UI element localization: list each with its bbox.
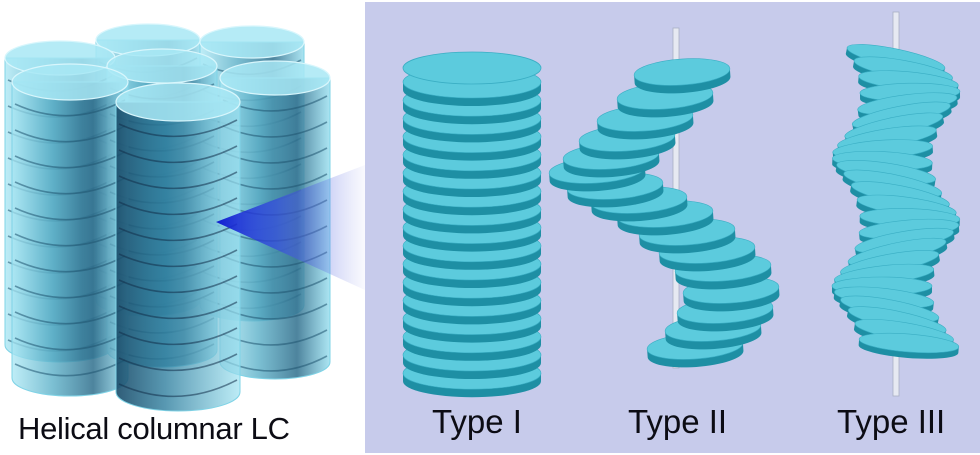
helix-stripe bbox=[118, 275, 238, 294]
helix-stripe bbox=[118, 327, 238, 346]
disc-top bbox=[858, 332, 960, 354]
helix-stripe bbox=[118, 197, 238, 216]
helix-stripe bbox=[118, 249, 238, 268]
type-3-label: Type III bbox=[837, 403, 946, 440]
stacking-types-illustration bbox=[365, 2, 980, 453]
helix-stripe bbox=[118, 223, 238, 242]
helix-stripe bbox=[118, 353, 238, 372]
helix-stripe bbox=[14, 203, 126, 221]
helix-stripe bbox=[14, 151, 126, 169]
column-bundle-illustration bbox=[4, 23, 365, 412]
helix-stripe bbox=[118, 379, 238, 398]
type-2-label: Type II bbox=[628, 403, 728, 440]
column-top bbox=[11, 63, 129, 101]
helix-stripe bbox=[118, 119, 238, 138]
disc-top bbox=[633, 58, 731, 86]
stacking-types-panel bbox=[365, 0, 980, 455]
helix-stripe bbox=[14, 177, 126, 195]
magnify-pointer bbox=[216, 165, 365, 290]
helix-stripe bbox=[14, 99, 126, 117]
column-top bbox=[115, 82, 241, 122]
helix-stripe bbox=[14, 307, 126, 325]
helical-column bbox=[11, 63, 129, 397]
columnar-bundle-panel bbox=[0, 0, 365, 455]
helix-stripe bbox=[118, 301, 238, 320]
column-body bbox=[115, 101, 241, 412]
helix-stripe bbox=[14, 333, 126, 351]
helix-stripe bbox=[118, 171, 238, 190]
type-3-tilted-stack bbox=[831, 11, 961, 397]
type-2-disc bbox=[633, 58, 731, 94]
column-top bbox=[219, 60, 331, 96]
type-2-disc bbox=[616, 82, 714, 118]
type-1-label: Type I bbox=[432, 403, 522, 440]
helix-stripe bbox=[118, 145, 238, 164]
helix-stripe bbox=[14, 229, 126, 247]
helix-stripe bbox=[14, 359, 126, 377]
type-1-stack bbox=[402, 51, 542, 398]
type-3-disc bbox=[858, 332, 960, 359]
helical-column bbox=[115, 82, 241, 412]
helix-stripe bbox=[14, 255, 126, 273]
helix-stripe bbox=[14, 125, 126, 143]
type-2-helix bbox=[548, 27, 780, 369]
type-1-top-disc bbox=[402, 51, 542, 85]
helical-columnar-lc-label: Helical columnar LC bbox=[18, 411, 290, 446]
column-top bbox=[199, 25, 305, 59]
helix-stripe bbox=[14, 281, 126, 299]
